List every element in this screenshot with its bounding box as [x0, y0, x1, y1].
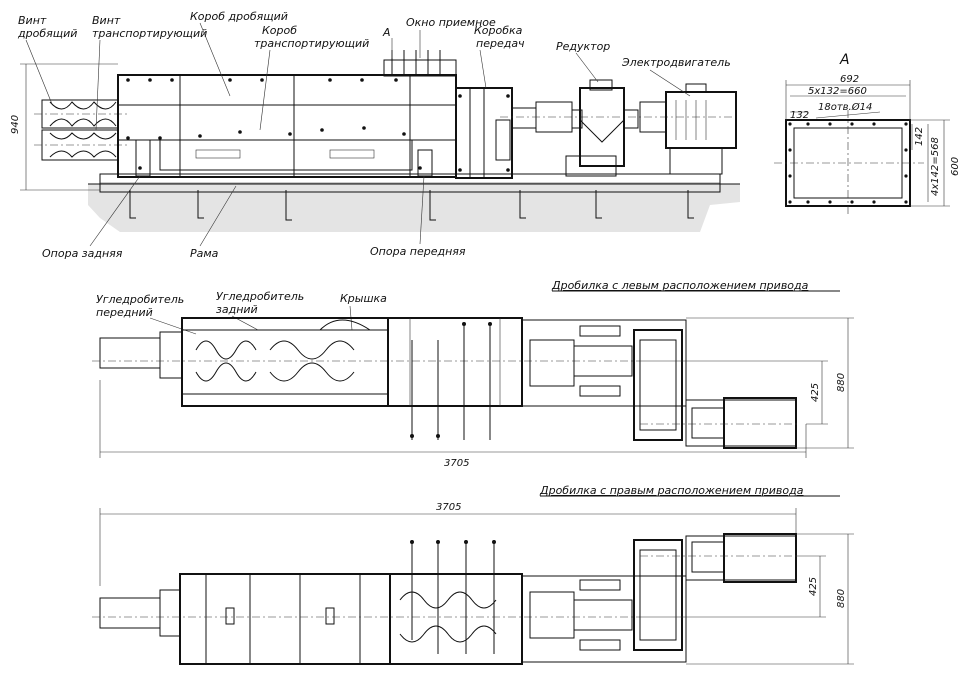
label-support-rear: Опора задняя: [42, 247, 123, 260]
dim-880-right: 880: [836, 589, 847, 608]
crushing-box: [117, 74, 457, 178]
rotor-section-left: [387, 317, 523, 407]
dim-425-right: 425: [808, 577, 819, 596]
label-box-crushing: Короб дробящий: [190, 10, 288, 23]
dim-425-left: 425: [810, 383, 821, 402]
front-support: [417, 149, 433, 177]
view-a-width: 692: [840, 74, 859, 85]
label-screw-crushing-1: Винт: [18, 14, 47, 27]
reducer-body: [571, 79, 639, 167]
view-a: А 692 5x132=660 18отв.Ø14 132 142: [774, 52, 961, 214]
side-labels: Винт дробящий Винт транспортирующий Коро…: [17, 10, 731, 260]
screw-ends: [34, 99, 130, 161]
view-a-holes-label: 18отв.Ø14: [818, 101, 872, 113]
side-view: 940 Винт дробящий Винт транспортирующий …: [10, 10, 740, 260]
label-gearbox-1: Коробка: [474, 24, 523, 37]
label-screw-transport-2: транспортирующий: [92, 27, 207, 40]
view-a-132: 132: [790, 110, 809, 121]
label-screw-crushing-2: дробящий: [17, 27, 77, 40]
view-a-142: 142: [914, 127, 925, 146]
anchor-bolts: [129, 190, 694, 221]
dim-3705-right: 3705: [436, 502, 461, 513]
label-receiving-window: Окно приемное: [406, 16, 496, 29]
label-coal-rear-1: Угледробитель: [216, 290, 304, 303]
crusher-bars-right: [410, 540, 496, 654]
label-box-transport-2: транспортирующий: [254, 37, 369, 50]
view-a-height: 600: [950, 157, 961, 176]
label-view-a-arrow: А: [382, 26, 391, 39]
dim-940-text: 940: [10, 115, 21, 134]
gearbox-body: [455, 87, 513, 179]
label-box-transport-1: Короб: [262, 24, 297, 37]
label-gearbox-2: передач: [476, 37, 525, 50]
foundation: [88, 184, 740, 232]
title-right-drive: Дробилка с правым расположением привода: [539, 484, 804, 497]
dim-880-left: 880: [836, 373, 847, 392]
view-a-title: А: [839, 52, 850, 68]
trough-left: [181, 317, 389, 407]
dim-3705-left: 3705: [444, 458, 469, 469]
motor-body: [639, 83, 737, 175]
flange-bolts: [126, 78, 422, 170]
label-screw-transport-1: Винт: [92, 14, 121, 27]
label-cover: Крышка: [340, 292, 387, 305]
trough-right: [179, 573, 391, 665]
view-a-vert: 4x142=568: [930, 137, 941, 196]
label-frame: Рама: [190, 247, 219, 260]
label-coal-front-1: Угледробитель: [96, 293, 184, 306]
crusher-bars-left: [410, 322, 492, 440]
title-left-drive: Дробилка с левым расположением привода: [551, 279, 809, 292]
view-a-holes: [788, 122, 908, 204]
rotor-section-right: [389, 573, 523, 665]
rear-support: [135, 139, 151, 177]
label-coal-front-2: передний: [96, 306, 153, 319]
label-support-front: Опора передняя: [370, 245, 466, 258]
label-reducer: Редуктор: [556, 40, 610, 53]
view-a-pitch: 5x132=660: [808, 86, 867, 97]
label-motor: Электродвигатель: [621, 56, 731, 69]
plan-left-drive: Дробилка с левым расположением привода У…: [92, 279, 854, 469]
dim-940: 940: [10, 63, 118, 191]
plan-right-drive: Дробилка с правым расположением привода …: [92, 484, 854, 665]
label-coal-rear-2: задний: [216, 303, 258, 316]
